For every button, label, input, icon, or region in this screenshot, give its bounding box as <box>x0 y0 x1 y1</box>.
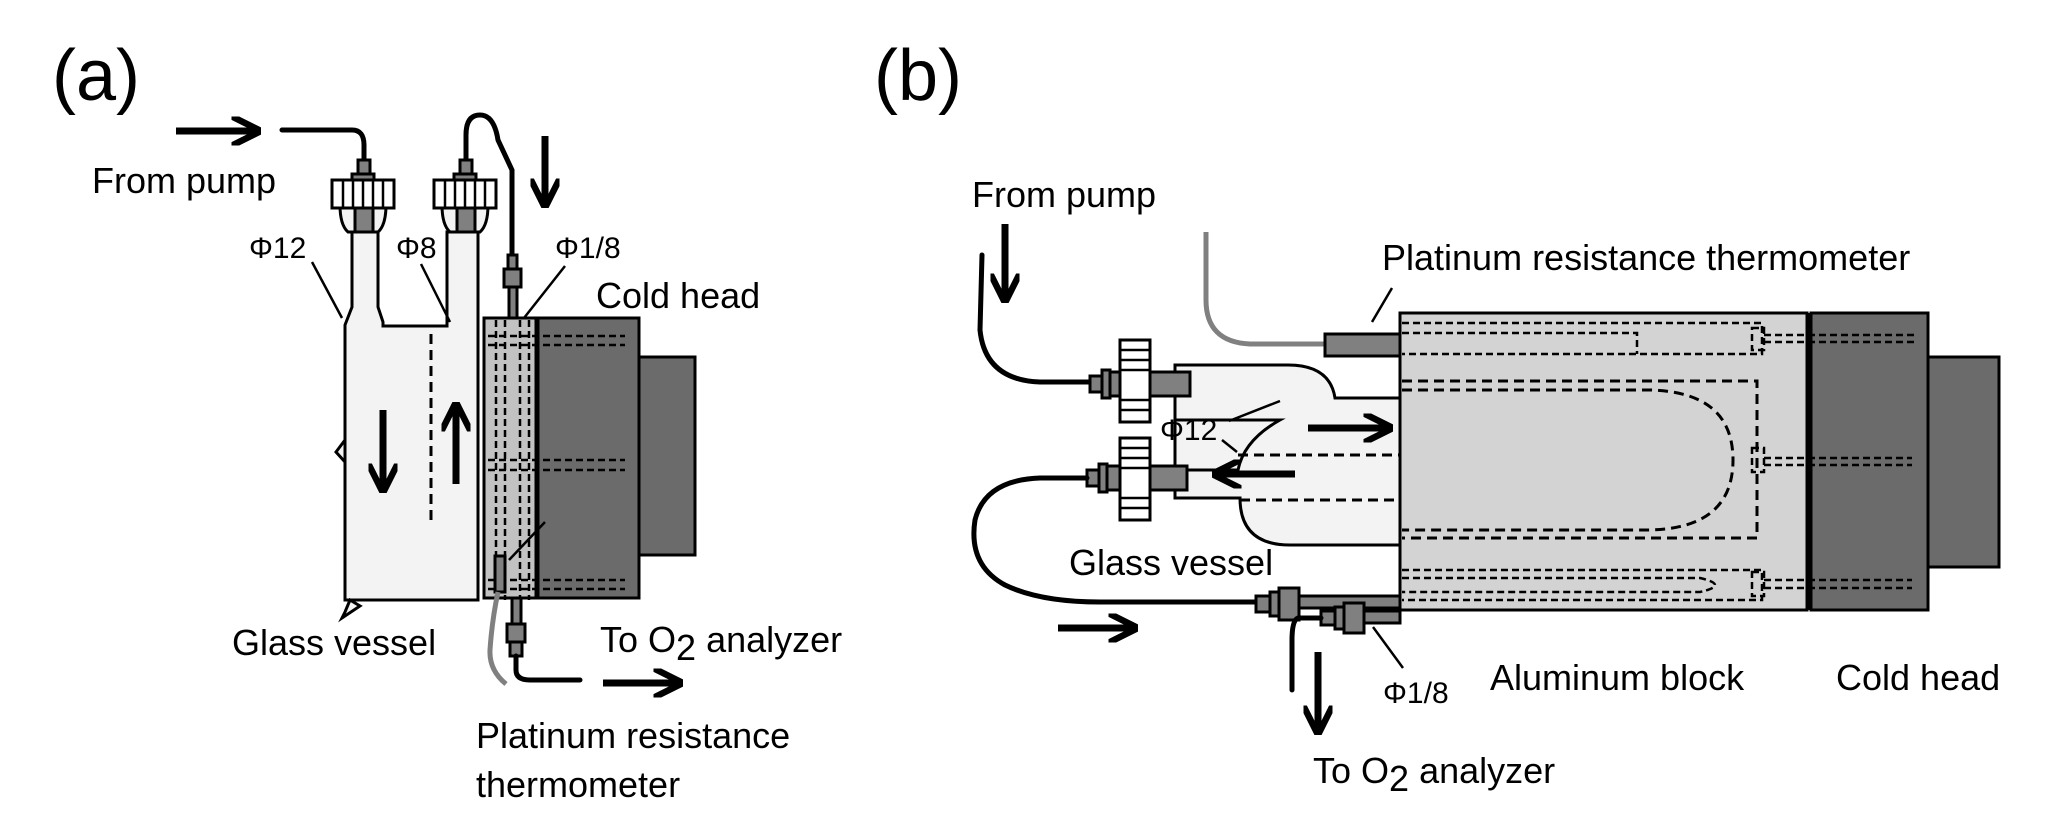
panel-b-label: (b) <box>874 36 962 116</box>
cold-head-stub-b <box>1926 355 2001 569</box>
u-channel <box>1402 388 1735 532</box>
panel-b: (b) From pump Platinum resistance thermo… <box>874 36 2001 799</box>
prt-bore-inner <box>1402 331 1639 354</box>
panel-a: (a) From pump <box>52 36 842 805</box>
cold-head-label-a: Cold head <box>596 275 760 316</box>
vessel-foot <box>338 597 363 623</box>
outlet-tube-a <box>513 653 583 683</box>
to-o2-label-a: To O2 analyzer <box>600 619 842 668</box>
prt-wire-b <box>1203 232 1325 347</box>
outlet-fittings-b <box>1254 586 1402 635</box>
glass-vessel-a <box>343 230 480 602</box>
right-cap <box>432 158 498 248</box>
inlet-tube <box>279 127 367 171</box>
loop-tube-b <box>971 475 1259 605</box>
bolt-bottom <box>488 578 625 591</box>
glass-vessel-label-b: Glass vessel <box>1069 542 1273 583</box>
prt-label-a-line1: Platinum resistance <box>476 715 790 756</box>
left-cap <box>330 158 396 248</box>
phi18-leader-a <box>523 265 566 319</box>
from-pump-label-b: From pump <box>972 174 1156 215</box>
aluminum-block-b <box>1398 311 1809 612</box>
prt-sensor-b <box>1323 332 1409 358</box>
prt-sensor-a <box>493 554 507 594</box>
aluminum-block-label: Aluminum block <box>1490 657 1745 698</box>
outlet-bore <box>1402 568 1764 602</box>
phi12-leader-a <box>310 261 344 319</box>
bolt-head-top <box>1750 326 1766 352</box>
prt-leader-b <box>1370 287 1394 323</box>
cold-head-label-b: Cold head <box>1836 657 2000 698</box>
top-fitting-a <box>502 253 523 320</box>
lower-cap-b <box>1085 436 1189 522</box>
upper-cap-b <box>1088 338 1192 424</box>
prt-bore <box>1402 321 1764 356</box>
phi12-label-b: Φ12 <box>1160 414 1217 447</box>
bolt-line-mid <box>1764 456 1912 467</box>
bolt-mid <box>488 458 625 472</box>
bolt-line-bottom <box>1764 578 1912 590</box>
outlet-tube-b <box>1289 615 1324 693</box>
bolt-head-bottom <box>1750 570 1766 598</box>
to-o2-label-b: To O2 analyzer <box>1313 750 1555 799</box>
cold-head-stub-a <box>637 355 697 557</box>
inlet-tube-b <box>977 252 1095 385</box>
vessel-pocket <box>1402 379 1759 540</box>
bolt-line-top <box>1764 333 1915 344</box>
bolt-top <box>488 334 625 347</box>
prt-wire-a <box>487 591 508 686</box>
phi8-leader <box>419 263 452 323</box>
phi18-label-a: Φ1/8 <box>555 232 621 265</box>
outlet-bore-inner <box>1402 576 1717 594</box>
bypass-tube <box>463 112 515 258</box>
prt-label-a-line2: thermometer <box>476 764 680 805</box>
vessel-notch <box>334 435 347 466</box>
prt-label-b: Platinum resistance thermometer <box>1382 237 1910 278</box>
phi8-label: Φ8 <box>396 232 437 265</box>
phi12-label-a: Φ12 <box>249 232 306 265</box>
bottom-fitting-a <box>505 596 527 658</box>
bolt-head-mid <box>1750 446 1766 474</box>
phi18-leader-b <box>1371 626 1405 669</box>
phi18-label-b: Φ1/8 <box>1383 677 1449 710</box>
prt-leader-a <box>508 521 546 561</box>
glass-vessel-label-a: Glass vessel <box>232 622 436 663</box>
from-pump-label: From pump <box>92 160 276 201</box>
phi12-leaders-b <box>1221 399 1281 453</box>
panel-a-label: (a) <box>52 36 140 116</box>
cold-head-a <box>536 316 641 600</box>
cold-head-b <box>1809 311 1930 612</box>
